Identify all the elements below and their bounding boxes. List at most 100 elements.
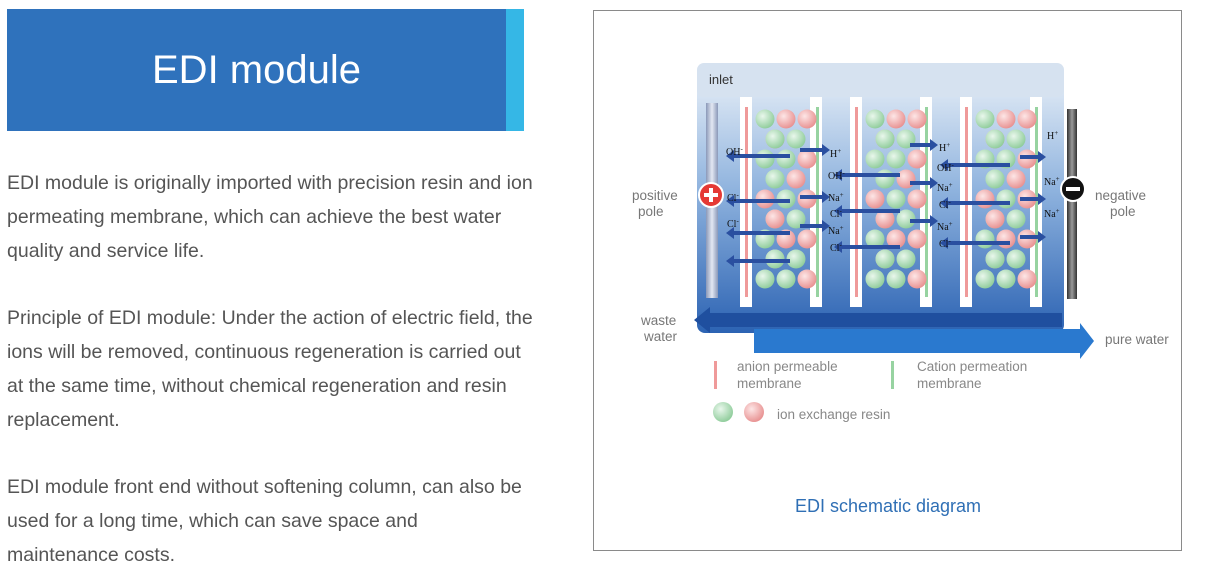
red-resin-ball [907,269,927,289]
green-resin-ball [786,129,806,149]
green-resin-ball [996,189,1016,209]
ion-migration-arrow [910,215,938,227]
green-resin-ball [875,169,895,189]
green-resin-ball [776,149,796,169]
red-resin-ball [797,149,817,169]
red-resin-ball [996,229,1016,249]
ion-migration-arrow [1020,193,1046,205]
red-resin-ball [907,149,927,169]
ion-migration-arrow [800,144,830,156]
legend-resin-label: ion exchange resin [777,407,890,422]
ion-label-cl: Cl- [830,241,842,254]
green-resin-ball [975,109,995,129]
green-resin-ball [886,149,906,169]
red-resin-ball [985,209,1005,229]
green-resin-ball [896,209,916,229]
negative-pole-label: pole [1110,204,1136,219]
ion-migration-arrow [834,241,900,253]
paragraph-front-end: EDI module front end without softening c… [7,470,567,572]
cation-membrane [816,107,819,297]
ion-migration-arrow [940,159,1010,171]
ion-label-h: H+ [939,141,950,154]
paragraph-line: EDI module front end without softening c… [7,476,522,498]
green-resin-ball [786,249,806,269]
green-resin-ball [755,109,775,129]
legend-anion-label: membrane [737,376,802,391]
green-resin-ball [765,129,785,149]
ion-label-cl: Cl- [939,237,951,250]
pure-water-arrow [754,323,1094,359]
ion-migration-arrow [800,220,830,232]
legend-anion-label: anion permeable [737,359,838,374]
paragraph-line: replacement. [7,409,120,431]
ion-migration-arrow [1020,151,1046,163]
green-resin-ball [1006,129,1026,149]
anion-membrane [855,107,858,297]
green-resin-ball [985,129,1005,149]
legend-green-resin [713,402,733,422]
green-resin-ball [865,149,885,169]
red-resin-ball [776,109,796,129]
ion-label-na: Na+ [937,220,953,233]
negative-pole-label: negative [1095,188,1146,203]
paragraph-line: permeating membrane, which can achieve t… [7,206,502,228]
green-resin-ball [896,249,916,269]
red-resin-ball [1017,269,1037,289]
paragraph-line: quality and service life. [7,240,205,262]
red-resin-ball [886,109,906,129]
red-resin-ball [896,169,916,189]
red-resin-ball [996,109,1016,129]
green-resin-ball [865,229,885,249]
ion-label-oh: OH- [828,169,845,182]
paragraph-line: EDI module is originally imported with p… [7,172,533,194]
red-resin-ball [886,229,906,249]
red-resin-ball [865,189,885,209]
ion-label-oh: OH- [937,161,954,174]
ion-migration-arrow [910,177,938,189]
legend-red-resin [744,402,764,422]
paragraph-intro: EDI module is originally imported with p… [7,166,567,268]
ion-label-cl: Cl- [727,191,739,204]
red-resin-ball [1017,109,1037,129]
green-resin-ball [865,269,885,289]
legend-anion-swatch [714,361,717,389]
legend-cation-swatch [891,361,894,389]
red-resin-ball [765,209,785,229]
ion-migration-arrow [726,150,790,162]
waste-water-label: waste [640,313,676,328]
legend-cation-label: Cation permeation [917,359,1027,374]
green-resin-ball [1006,249,1026,269]
ion-label-na: Na+ [1044,175,1060,188]
red-resin-ball [1006,169,1026,189]
ion-label-cl: Cl- [830,207,842,220]
header-banner-accent [506,9,524,131]
green-resin-ball [886,189,906,209]
ion-migration-arrow [834,169,900,181]
green-resin-ball [975,229,995,249]
paragraph-principle: Principle of EDI module: Under the actio… [7,301,567,437]
positive-pole-label: positive [632,188,678,203]
ion-migration-arrow [800,191,830,203]
green-resin-ball [886,269,906,289]
red-resin-ball [797,269,817,289]
green-resin-ball [875,249,895,269]
inlet-channel [697,63,1064,97]
header-banner [7,9,506,131]
page-title: EDI module [152,47,361,92]
paragraph-line: maintenance costs. [7,544,176,566]
ion-label-na: Na+ [828,224,844,237]
pure-water-label: pure water [1105,332,1169,347]
green-resin-ball [1006,209,1026,229]
positive-pole-label: pole [638,204,664,219]
green-resin-ball [755,149,775,169]
cation-membrane [1035,107,1038,297]
ion-migration-arrow [726,227,790,239]
ion-arrow-layer [726,139,1046,267]
paragraph-line: at the same time, without chemical regen… [7,375,507,397]
green-resin-ball [996,269,1016,289]
ion-label-na: Na+ [828,191,844,204]
green-resin-ball [765,169,785,189]
green-resin-ball [755,269,775,289]
chamber-group-2 [850,97,932,307]
ion-label-na: Na+ [1044,207,1060,220]
